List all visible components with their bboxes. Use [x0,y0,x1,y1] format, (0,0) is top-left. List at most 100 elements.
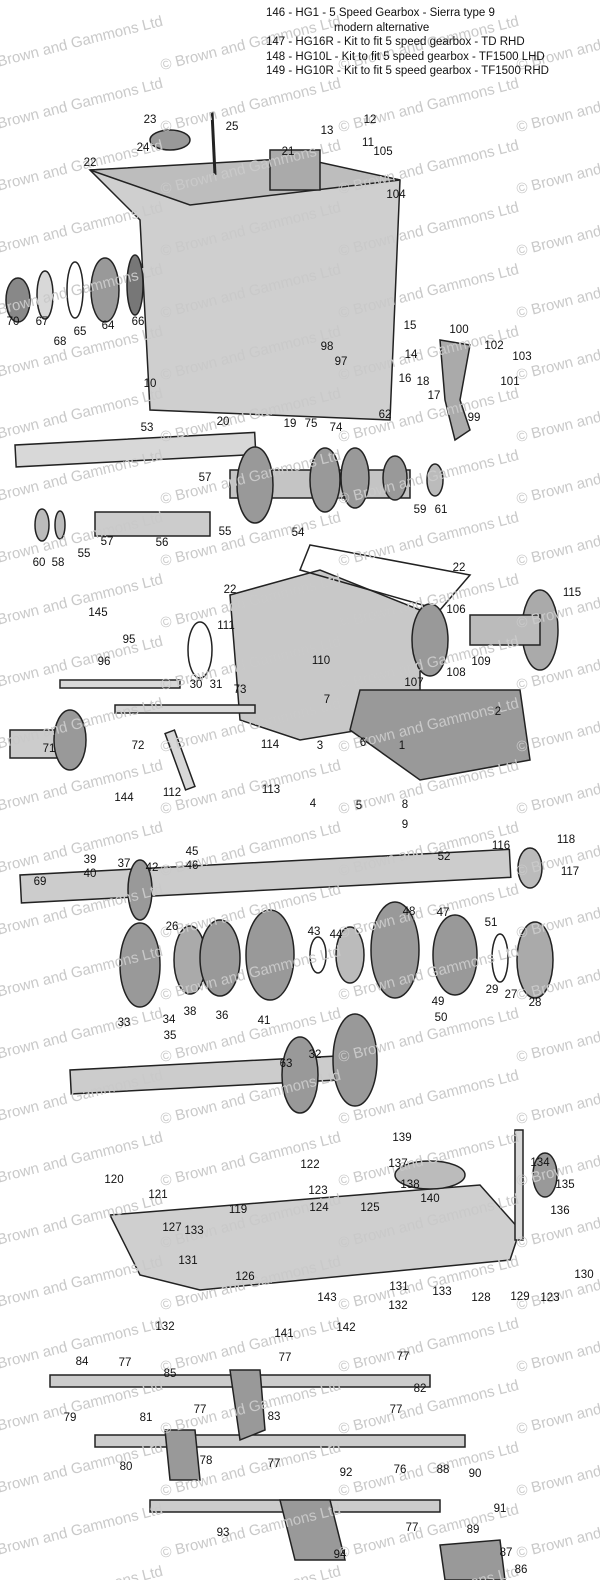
part-number-label: 126 [235,1271,255,1283]
part-number-label: 38 [183,1006,197,1018]
lever-99 [439,339,471,442]
part-number-label: 141 [274,1328,294,1340]
part-number-label: 48 [402,906,416,918]
part-number-label: 20 [216,416,230,428]
part-number-label: 46 [185,860,199,872]
gear-lever-134 [514,1129,524,1241]
part-number-label: 57 [198,472,212,484]
header-line: modern alternative [334,21,430,34]
layshaft-gear-4 [382,455,408,501]
part-number-label: 65 [73,326,87,338]
part-number-label: 133 [184,1225,204,1237]
part-number-label: 49 [431,996,445,1008]
part-number-label: 30 [189,679,203,691]
gear-47 [432,914,478,996]
part-number-label: 117 [560,866,580,878]
flange-hub [469,614,541,646]
part-number-label: 87 [499,1547,513,1559]
part-number-label: 88 [436,1464,450,1476]
part-number-label: 4 [309,798,317,810]
part-number-label: 84 [75,1356,89,1368]
ring-65 [66,261,84,319]
gear-32 [332,1013,378,1107]
part-number-label: 45 [185,846,199,858]
part-number-label: 34 [162,1014,176,1026]
layshaft-gear-2 [309,447,341,513]
gear-71 [53,709,87,771]
part-number-label: 102 [484,340,504,352]
part-number-label: 77 [396,1351,410,1363]
part-number-label: 133 [432,1286,452,1298]
part-number-label: 79 [63,1412,77,1424]
part-number-label: 138 [400,1179,420,1191]
part-number-label: 51 [484,917,498,929]
part-number-label: 123 [308,1185,328,1197]
part-number-label: 18 [416,376,430,388]
part-number-label: 55 [218,526,232,538]
part-number-label: 83 [267,1411,281,1423]
part-number-label: 75 [304,418,318,430]
part-number-label: 112 [162,787,182,799]
part-number-label: 108 [446,667,466,679]
casing-top-cover [89,157,401,206]
part-number-label: 15 [403,320,417,332]
mount-1 [349,689,531,781]
part-number-label: 62 [378,409,392,421]
part-number-label: 42 [145,862,159,874]
dipstick [210,111,217,176]
block-86 [439,1539,506,1580]
part-number-label: 52 [437,851,451,863]
part-number-label: 12 [363,114,377,126]
part-number-label: 113 [261,784,281,796]
part-number-label: 98 [320,341,334,353]
part-number-label: 104 [386,189,406,201]
part-number-label: 56 [155,537,169,549]
part-number-label: 93 [216,1527,230,1539]
part-number-label: 132 [155,1321,175,1333]
part-number-label: 85 [163,1368,177,1380]
part-number-label: 70 [6,316,20,328]
part-number-label: 33 [117,1017,131,1029]
part-number-label: 77 [193,1404,207,1416]
part-number-label: 76 [393,1464,407,1476]
part-number-label: 50 [434,1012,448,1024]
part-number-label: 66 [131,316,145,328]
part-number-label: 58 [51,557,65,569]
part-number-label: 82 [413,1383,427,1395]
bearing-64 [90,257,120,323]
cover-plate [269,149,321,191]
part-number-label: 123 [540,1292,560,1304]
hub-44 [335,926,365,984]
part-number-label: 1 [398,740,406,752]
gear-33 [119,922,161,1008]
part-number-label: 2 [494,706,502,718]
part-number-label: 131 [178,1255,198,1267]
part-number-label: 77 [405,1522,419,1534]
header-line: 149 - HG10R - Kit to fit 5 speed gearbox… [266,65,549,77]
part-number-label: 39 [83,854,97,866]
shaft-112 [164,729,196,791]
part-number-label: 115 [562,587,582,599]
fork-94 [279,1499,346,1561]
part-number-label: 47 [436,907,450,919]
part-number-label: 61 [434,504,448,516]
header-line: 148 - HG10L - Kit to fit 5 speed gearbox… [266,50,545,63]
header-line: 146 - HG1 - 5 Speed Gearbox - Sierra typ… [266,7,495,19]
part-number-label: 36 [215,1010,229,1022]
part-number-label: 140 [420,1193,440,1205]
layshaft-gear-1 [236,446,274,524]
part-number-label: 90 [468,1468,482,1480]
layshaft-gear-3 [340,447,370,509]
gear-36 [199,919,241,997]
part-number-label: 53 [140,422,154,434]
part-number-label: 21 [281,146,295,158]
part-number-label: 92 [339,1467,353,1479]
part-number-label: 142 [336,1322,356,1334]
header-line: 147 - HG16R - Kit to fit 5 speed gearbox… [266,36,525,48]
part-number-label: 13 [320,125,334,137]
turret-137 [394,1160,466,1190]
part-number-label: 7 [323,694,331,706]
gear-48 [370,901,420,999]
washer-60 [34,508,50,542]
